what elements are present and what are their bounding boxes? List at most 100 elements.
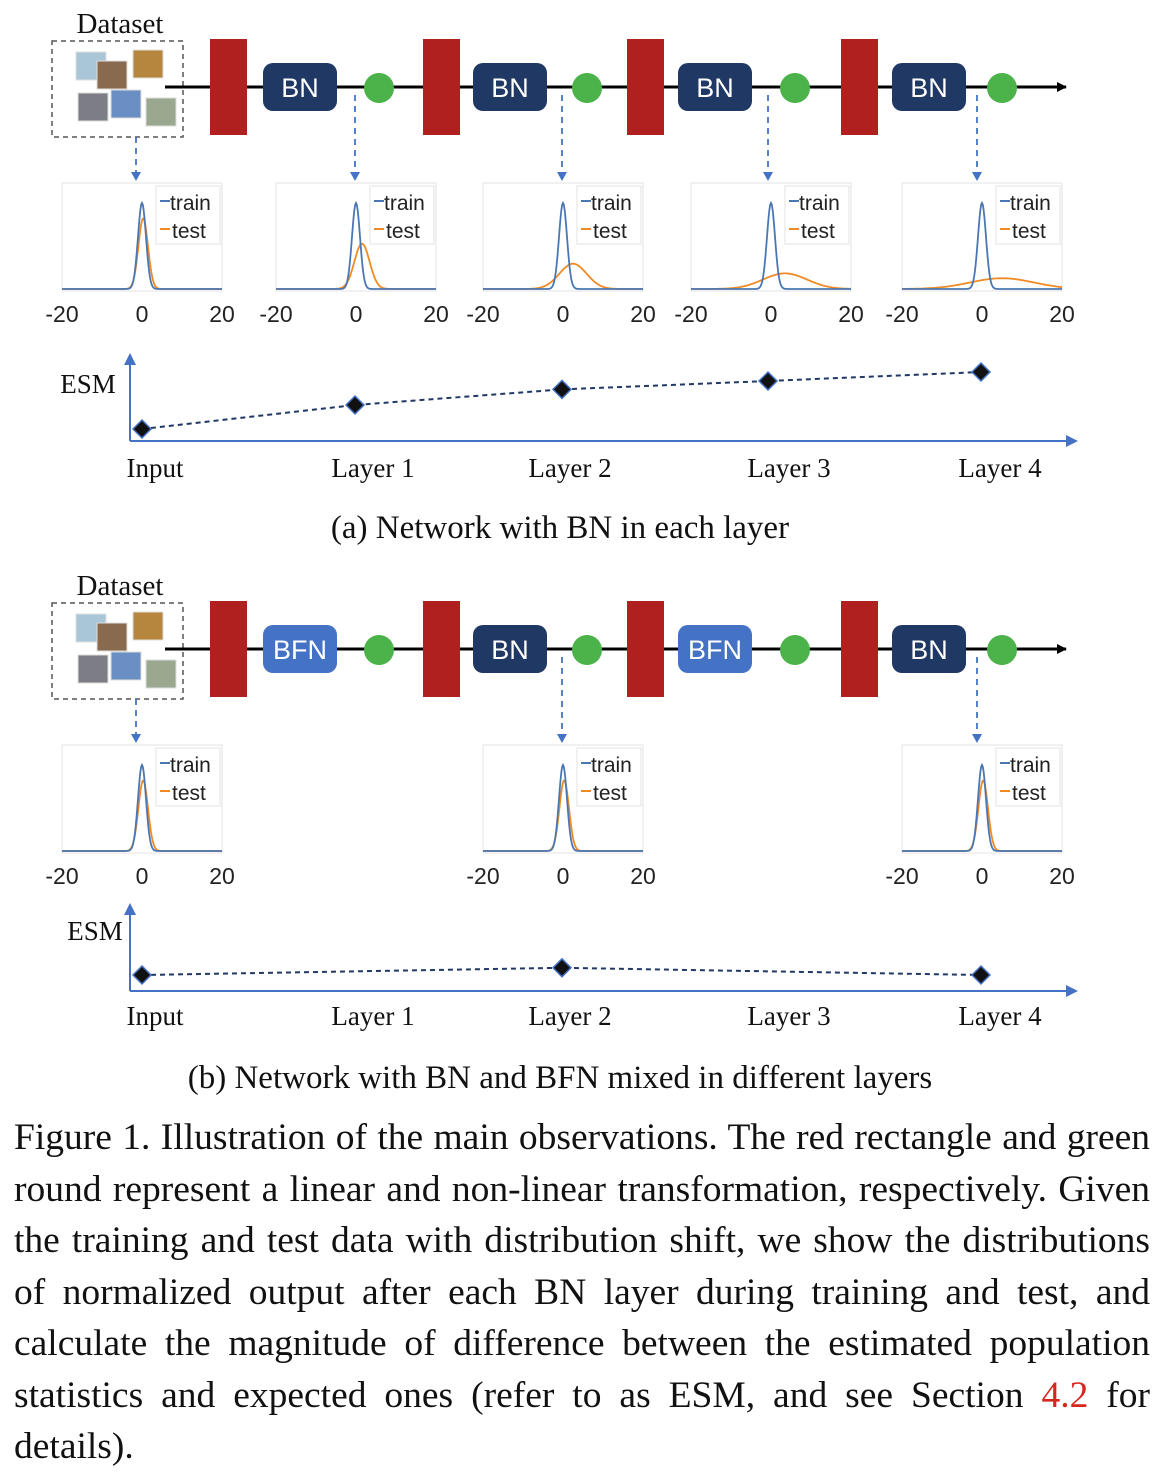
linear-transform-block	[627, 601, 664, 697]
tick-label: 20	[209, 863, 235, 889]
tick-label: 20	[1049, 301, 1075, 327]
linear-transform-block	[423, 39, 460, 135]
legend-train-label: train	[591, 754, 632, 777]
train-series-curve	[902, 762, 1062, 852]
bfn-block	[678, 625, 752, 673]
tick-label: 0	[765, 301, 778, 327]
nonlinear-transform-circle	[987, 73, 1017, 103]
tick-label: -20	[466, 301, 499, 327]
tick-label: -20	[45, 863, 78, 889]
esm-category-label: Input	[127, 1001, 184, 1031]
legend-train-label: train	[170, 192, 211, 215]
linear-transform-block	[210, 39, 247, 135]
tick-label: 0	[350, 301, 363, 327]
legend-box	[155, 185, 221, 245]
tick-label: -20	[259, 301, 292, 327]
norm-block-label: BFN	[688, 635, 742, 665]
esm-data-point	[131, 964, 153, 986]
dataset-label: Dataset	[77, 8, 164, 40]
nonlinear-transform-circle	[987, 635, 1017, 665]
linear-transform-block	[841, 601, 878, 697]
tick-label: 20	[838, 301, 864, 327]
esm-data-point	[551, 379, 573, 400]
norm-block-label: BN	[910, 635, 948, 665]
bn-block	[892, 63, 966, 111]
tick-label: 20	[630, 863, 656, 889]
legend-test-label: test	[172, 220, 206, 243]
bn-block	[263, 63, 337, 111]
tick-label: 0	[557, 301, 570, 327]
legend-test-label: test	[1012, 782, 1046, 805]
legend-train-label: train	[799, 192, 840, 215]
train-series-curve	[483, 200, 643, 290]
legend-box	[155, 747, 221, 807]
esm-category-label: Layer 3	[747, 1001, 830, 1031]
bfn-block	[263, 625, 337, 673]
plot-legend: train test	[576, 747, 642, 807]
esm-data-point	[757, 370, 779, 392]
dataset-thumbnail-image	[110, 651, 142, 681]
nonlinear-transform-circle	[364, 635, 394, 665]
esm-axis-label: ESM	[60, 369, 116, 399]
dataset-thumbnail-image	[145, 659, 177, 689]
linear-transform-block	[627, 39, 664, 135]
dataset-thumbnail-image	[132, 611, 164, 641]
dataset-thumbnail-image	[77, 92, 109, 122]
tick-label: -20	[45, 301, 78, 327]
esm-category-label: Layer 2	[528, 1001, 611, 1031]
legend-test-label: test	[172, 782, 206, 805]
esm-category-label: Layer 1	[331, 1001, 414, 1031]
tick-label: -20	[674, 301, 707, 327]
bn-block	[473, 63, 547, 111]
linear-transform-block	[841, 39, 878, 135]
esm-data-point	[551, 957, 573, 978]
tick-label: 20	[630, 301, 656, 327]
train-series-curve	[62, 200, 222, 290]
legend-box	[369, 185, 435, 245]
norm-block-label: BN	[491, 73, 529, 103]
esm-axis-label: ESM	[67, 916, 123, 946]
esm-category-label: Layer 4	[958, 1001, 1042, 1031]
legend-box	[995, 747, 1061, 807]
train-series-curve	[483, 762, 643, 852]
bn-block	[892, 625, 966, 673]
legend-test-label: test	[593, 782, 627, 805]
legend-train-label: train	[1010, 192, 1051, 215]
norm-block-label: BFN	[273, 635, 327, 665]
tick-label: 0	[136, 301, 149, 327]
dataset-thumbnail-image	[132, 49, 164, 79]
legend-test-label: test	[593, 220, 627, 243]
legend-train-label: train	[384, 192, 425, 215]
section-ref-link[interactable]: 4.2	[1041, 1374, 1089, 1416]
legend-train-label: train	[1010, 754, 1051, 777]
norm-block-label: BN	[910, 73, 948, 103]
legend-box	[995, 185, 1061, 245]
nonlinear-transform-circle	[780, 73, 810, 103]
norm-block-label: BN	[491, 635, 529, 665]
nonlinear-transform-circle	[780, 635, 810, 665]
esm-category-label: Layer 2	[528, 453, 611, 483]
train-series-curve	[691, 200, 851, 290]
tick-label: 0	[557, 863, 570, 889]
linear-transform-block	[210, 601, 247, 697]
caption-text: Figure 1. Illustration of the main obser…	[14, 1117, 1150, 1416]
linear-transform-block	[423, 601, 460, 697]
norm-block-label: BN	[696, 73, 734, 103]
legend-box	[576, 747, 642, 807]
esm-data-point	[131, 418, 153, 440]
train-series-curve	[902, 200, 1062, 290]
dataset-label: Dataset	[77, 570, 164, 602]
tick-label: 20	[1049, 863, 1075, 889]
